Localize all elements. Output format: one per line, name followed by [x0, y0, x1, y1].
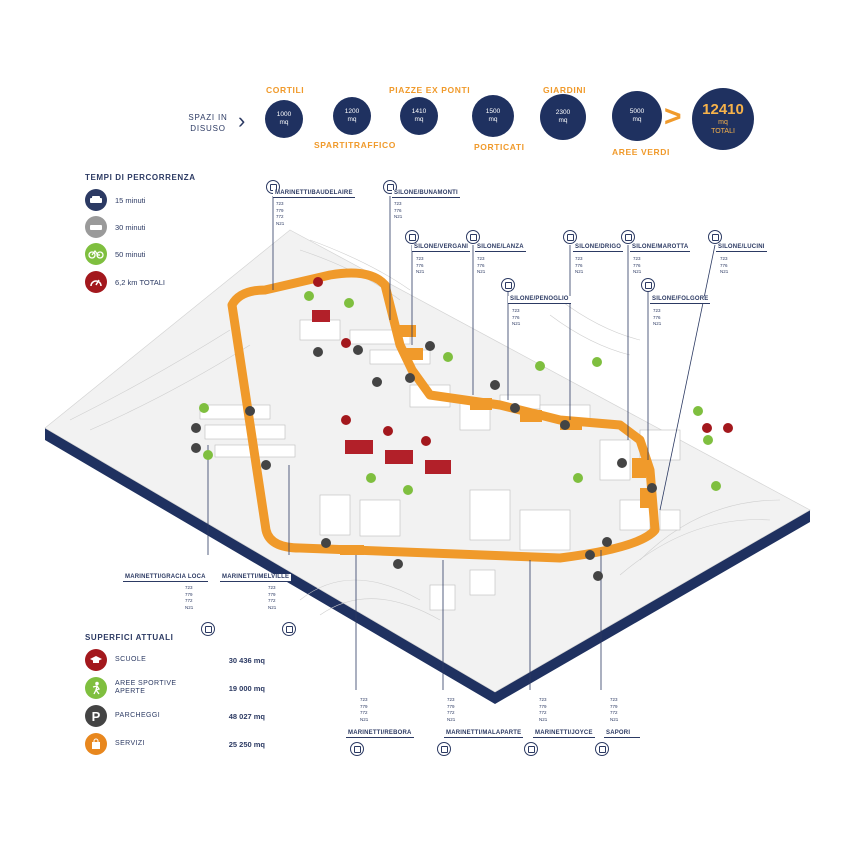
route-loop: [227, 268, 660, 563]
bus-stop-icon-rebora[interactable]: [350, 742, 364, 756]
bus-stop-icon-folgore[interactable]: [641, 278, 655, 292]
stop-label-sapori: SAPORI: [604, 730, 640, 738]
school-buildings: [312, 310, 451, 474]
bus-stop-icon-sapori[interactable]: [595, 742, 609, 756]
bus-stop-icon-penoglio[interactable]: [501, 278, 515, 292]
stop-label-melville: MARINETTI/MELVILLE: [220, 574, 292, 582]
walk-icon: [85, 216, 107, 238]
tempi-item-bike: 50 minuti: [85, 242, 145, 266]
superfici-item-scuole: SCUOLE 30 436 mq: [85, 648, 265, 672]
superfici-title: SUPERFICI ATTUALI: [85, 633, 174, 642]
tempi-item-car: 15 minuti: [85, 188, 145, 212]
stop-label-joyce: MARINETTI/JOYCE: [533, 730, 595, 738]
stop-label-rebora: MARINETTI/REBORA: [346, 730, 414, 738]
superfici-item-servizi: SERVIZI 25 250 mq: [85, 732, 265, 756]
stop-label-baudelaire: MARINETTI/BAUDELAIRE: [273, 190, 355, 198]
stop-label-gracia-loca: MARINETTI/GRACIA LOCA: [123, 574, 208, 582]
category-label-porticati: PORTICATI: [474, 142, 525, 152]
stop-label-folgore: SILONE/FOLGORE: [650, 296, 711, 304]
piazze-ex-ponti: [340, 325, 654, 555]
bus-stop-icon-lucini[interactable]: [708, 230, 722, 244]
bike-icon: [85, 243, 107, 265]
bus-stop-icon-malaparte[interactable]: [437, 742, 451, 756]
school-markers: [313, 277, 733, 446]
bus-stop-icon-lanza[interactable]: [466, 230, 480, 244]
stop-label-malaparte: MARINETTI/MALAPARTE: [444, 730, 524, 738]
tempi-item-walk: 30 minuti: [85, 215, 145, 239]
superfici-item-sport: AREE SPORTIVE APERTE 19 000 mq: [85, 676, 265, 700]
bus-stop-icon-marotta[interactable]: [621, 230, 635, 244]
stop-label-penoglio: SILONE/PENOGLIO: [508, 296, 571, 304]
sport-markers: [199, 291, 721, 495]
shopping-bag-icon: [85, 733, 107, 755]
spazi-in-disuso-label: SPAZI IN DISUSO: [188, 113, 228, 133]
total-bubble: 12410 mq TOTALI: [692, 88, 754, 150]
bus-stop-icon-vergani[interactable]: [405, 230, 419, 244]
bus-stop-icon-gracia-loca[interactable]: [201, 622, 215, 636]
stop-label-lanza: SILONE/LANZA: [475, 244, 526, 252]
bus-stop-icon-joyce[interactable]: [524, 742, 538, 756]
category-label-spartitraffico: SPARTITRAFFICO: [314, 140, 396, 150]
bus-stop-icon-drigo[interactable]: [563, 230, 577, 244]
graduation-cap-icon: [85, 649, 107, 671]
category-label-piazze: PIAZZE EX PONTI: [389, 85, 471, 95]
stop-label-bunamonti: SILONE/BUNAMONTI: [392, 190, 460, 198]
parking-icon: P: [85, 705, 107, 727]
category-label-giardini: GIARDINI: [543, 85, 587, 95]
stop-label-drigo: SILONE/DRIGO: [573, 244, 624, 252]
car-icon: [85, 189, 107, 211]
category-label-cortili: CORTILI: [266, 85, 305, 95]
sport-icon: [85, 677, 107, 699]
gauge-icon: [85, 271, 107, 293]
chevron-right-orange-icon: >: [664, 100, 682, 133]
stop-label-lucini: SILONE/LUCINI: [716, 244, 767, 252]
tempi-item-gauge: 6,2 km TOTALI: [85, 270, 165, 294]
bus-stop-icon-melville[interactable]: [282, 622, 296, 636]
stop-leader-lines: [207, 196, 716, 690]
superfici-item-parcheggi: P PARCHEGGI 48 027 mq: [85, 704, 265, 728]
category-label-aree-verdi: AREE VERDI: [612, 147, 670, 157]
parking-markers: [191, 341, 657, 581]
stop-label-vergani: SILONE/VERGANI: [412, 244, 471, 252]
chevron-right-icon: ›: [238, 108, 246, 133]
stop-label-marotta: SILONE/MAROTTA: [630, 244, 691, 252]
tempi-title: TEMPI DI PERCORRENZA: [85, 173, 196, 182]
